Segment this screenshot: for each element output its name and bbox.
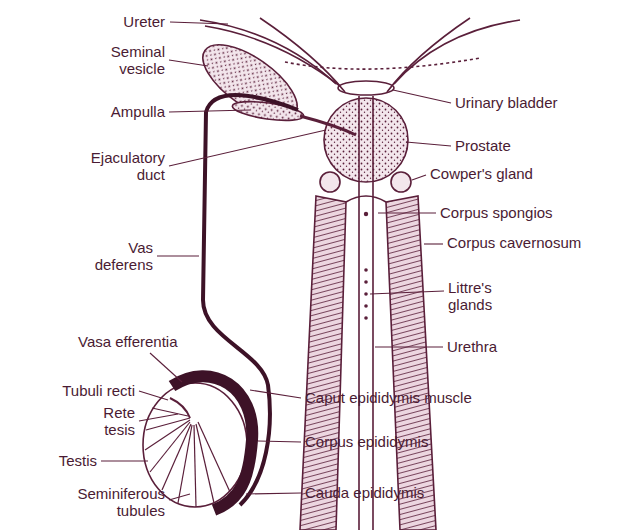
part-label: Vas deferens bbox=[81, 240, 153, 273]
corpus-cavernosum bbox=[300, 196, 346, 530]
part-label: Cowper's gland bbox=[430, 166, 600, 183]
leader-lines bbox=[101, 22, 451, 500]
part-label: Urethra bbox=[447, 339, 597, 356]
part-label: Urinary bladder bbox=[455, 95, 615, 112]
part-label: Seminal vesicle bbox=[93, 44, 165, 77]
part-label: Rete tesis bbox=[89, 405, 135, 438]
vas-course bbox=[285, 58, 480, 69]
littres-glands bbox=[364, 212, 368, 320]
cowpers-gland bbox=[320, 172, 340, 192]
part-label: Prostate bbox=[455, 138, 605, 155]
part-label: Cauda epididymis bbox=[305, 485, 605, 502]
corpus-spongiosum bbox=[346, 196, 386, 202]
urethra bbox=[359, 96, 373, 530]
cowpers-gland bbox=[391, 172, 411, 192]
ureter bbox=[394, 20, 520, 84]
seminal-vesicle bbox=[191, 31, 309, 133]
part-label: Ampulla bbox=[75, 104, 165, 121]
part-label: Caput epididymis muscle bbox=[305, 390, 605, 407]
part-label: Seminiferous tubules bbox=[55, 486, 165, 519]
prostate bbox=[324, 98, 408, 182]
part-label: Tubuli recti bbox=[35, 383, 135, 400]
epididymis bbox=[172, 376, 252, 510]
part-label: Ureter bbox=[75, 14, 165, 31]
part-label: Testis bbox=[37, 453, 97, 470]
ejaculatory-duct bbox=[300, 116, 356, 135]
bladder-neck bbox=[338, 81, 394, 95]
corpus-cavernosum bbox=[386, 196, 436, 530]
part-label: Corpus cavernosum bbox=[447, 235, 617, 252]
bladder-wall bbox=[387, 18, 470, 92]
part-label: Corpus epididymis bbox=[305, 434, 605, 451]
part-label: Littre's glands bbox=[448, 280, 512, 313]
part-label: Ejaculatory duct bbox=[69, 150, 165, 183]
part-label: Corpus spongios bbox=[440, 205, 610, 222]
part-label: Vasa efferentia bbox=[78, 334, 218, 351]
